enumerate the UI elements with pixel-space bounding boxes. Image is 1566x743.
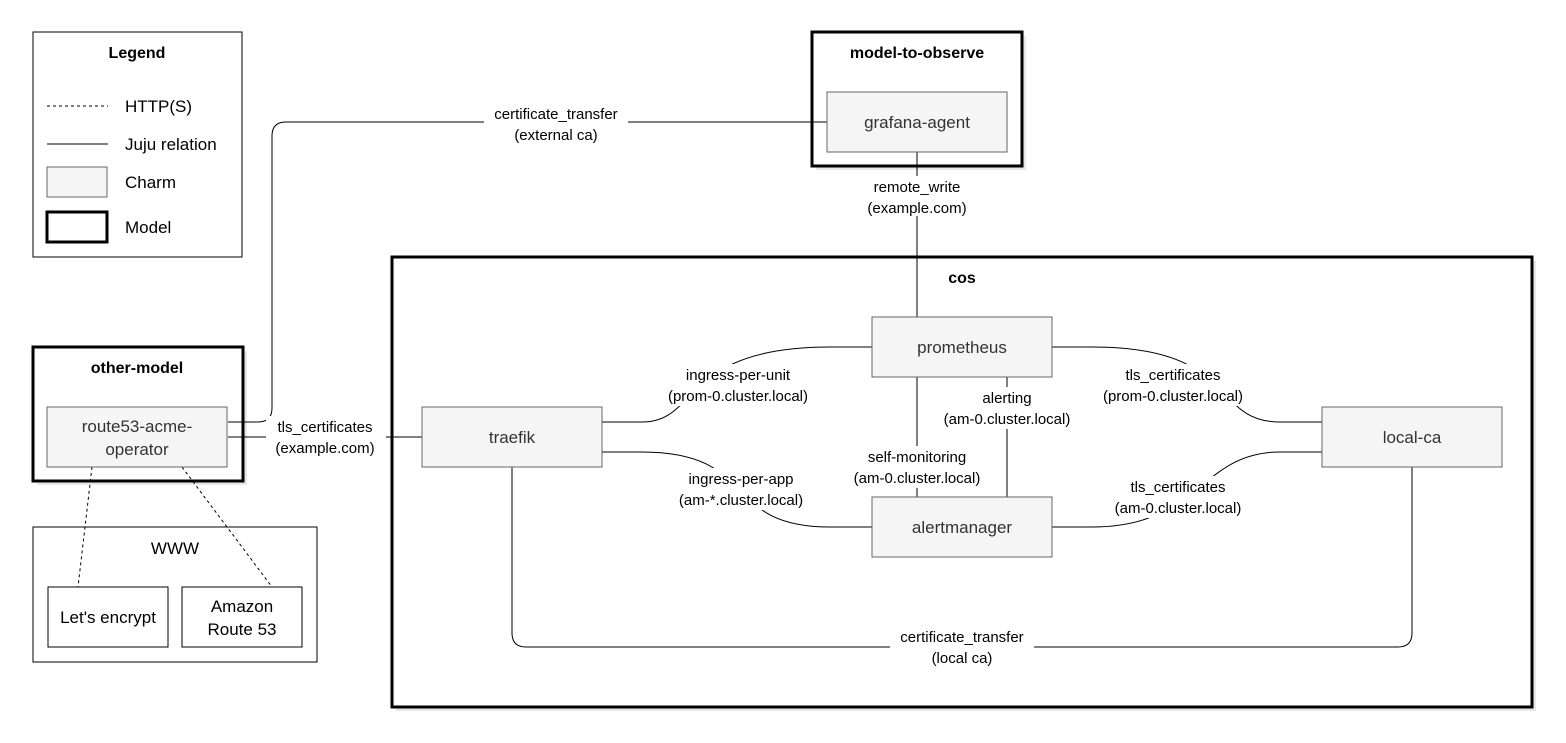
legend-relation-label: Juju relation [125,135,217,154]
external-letsencrypt: Let's encrypt [47,586,169,648]
label-cert-transfer-local-2: (local ca) [932,650,993,667]
external-route53-label-line2: Route 53 [208,620,277,639]
label-self-monitoring-1: self-monitoring [868,449,966,466]
model-to-observe-title: model-to-observe [850,45,984,62]
charm-alertmanager-label: alertmanager [912,518,1013,537]
label-alerting-1: alerting [982,390,1031,407]
charm-local-ca[interactable]: local-ca [1321,406,1503,468]
charm-local-ca-label: local-ca [1383,428,1442,447]
label-ingress-unit-2: (prom-0.cluster.local) [668,388,808,405]
edge-labels: certificate_transfer (external ca) remot… [266,103,1254,668]
legend-charm-label: Charm [125,173,176,192]
charm-grafana-agent[interactable]: grafana-agent [826,91,1008,153]
charm-route53-label-line2: operator [105,440,169,459]
www-title: WWW [151,539,199,558]
label-ingress-app-1: ingress-per-app [688,471,793,488]
label-cert-transfer-local-1: certificate_transfer [900,629,1023,646]
legend-http-label: HTTP(S) [125,97,192,116]
charm-grafana-agent-label: grafana-agent [864,113,970,132]
label-self-monitoring-2: (am-0.cluster.local) [854,470,981,487]
charm-alertmanager[interactable]: alertmanager [871,496,1053,558]
label-ingress-app-2: (am-*.cluster.local) [679,492,803,509]
legend-title: Legend [109,45,166,62]
legend-charm-swatch [46,166,108,198]
label-cert-transfer-ext-1: certificate_transfer [494,106,617,123]
external-route53-label-line1: Amazon [211,597,273,616]
label-ingress-unit-1: ingress-per-unit [686,367,791,384]
label-tls-am-1: tls_certificates [1130,479,1225,496]
charm-route53-label-line1: route53-acme- [82,417,193,436]
label-cert-transfer-ext-2: (external ca) [514,127,597,144]
edge-http-route53 [181,466,273,588]
legend-model-label: Model [125,218,171,237]
label-tls-example-1: tls_certificates [277,419,372,436]
other-model-title: other-model [91,360,183,377]
label-tls-prom-2: (prom-0.cluster.local) [1103,388,1243,405]
legend-panel: Legend HTTP(S) Juju relation Charm Model [32,31,243,258]
charm-prometheus-label: prometheus [917,338,1007,357]
label-remote-write-1: remote_write [874,179,961,196]
label-tls-example-2: (example.com) [275,440,374,457]
charm-traefik-label: traefik [489,428,536,447]
label-tls-prom-1: tls_certificates [1125,367,1220,384]
label-alerting-2: (am-0.cluster.local) [944,411,1071,428]
cos-model-title: cos [948,270,976,287]
charm-prometheus[interactable]: prometheus [871,316,1053,378]
external-amazon-route53: Amazon Route 53 [181,586,303,648]
edge-http-letsencrypt [77,466,93,588]
label-remote-write-2: (example.com) [867,200,966,217]
label-tls-am-2: (am-0.cluster.local) [1115,500,1242,517]
external-letsencrypt-label: Let's encrypt [60,608,156,627]
legend-model-swatch [45,210,109,244]
charm-traefik[interactable]: traefik [421,406,603,468]
edge-cert-transfer-external [228,121,827,423]
charm-route53-acme-operator[interactable]: route53-acme- operator [46,406,228,468]
